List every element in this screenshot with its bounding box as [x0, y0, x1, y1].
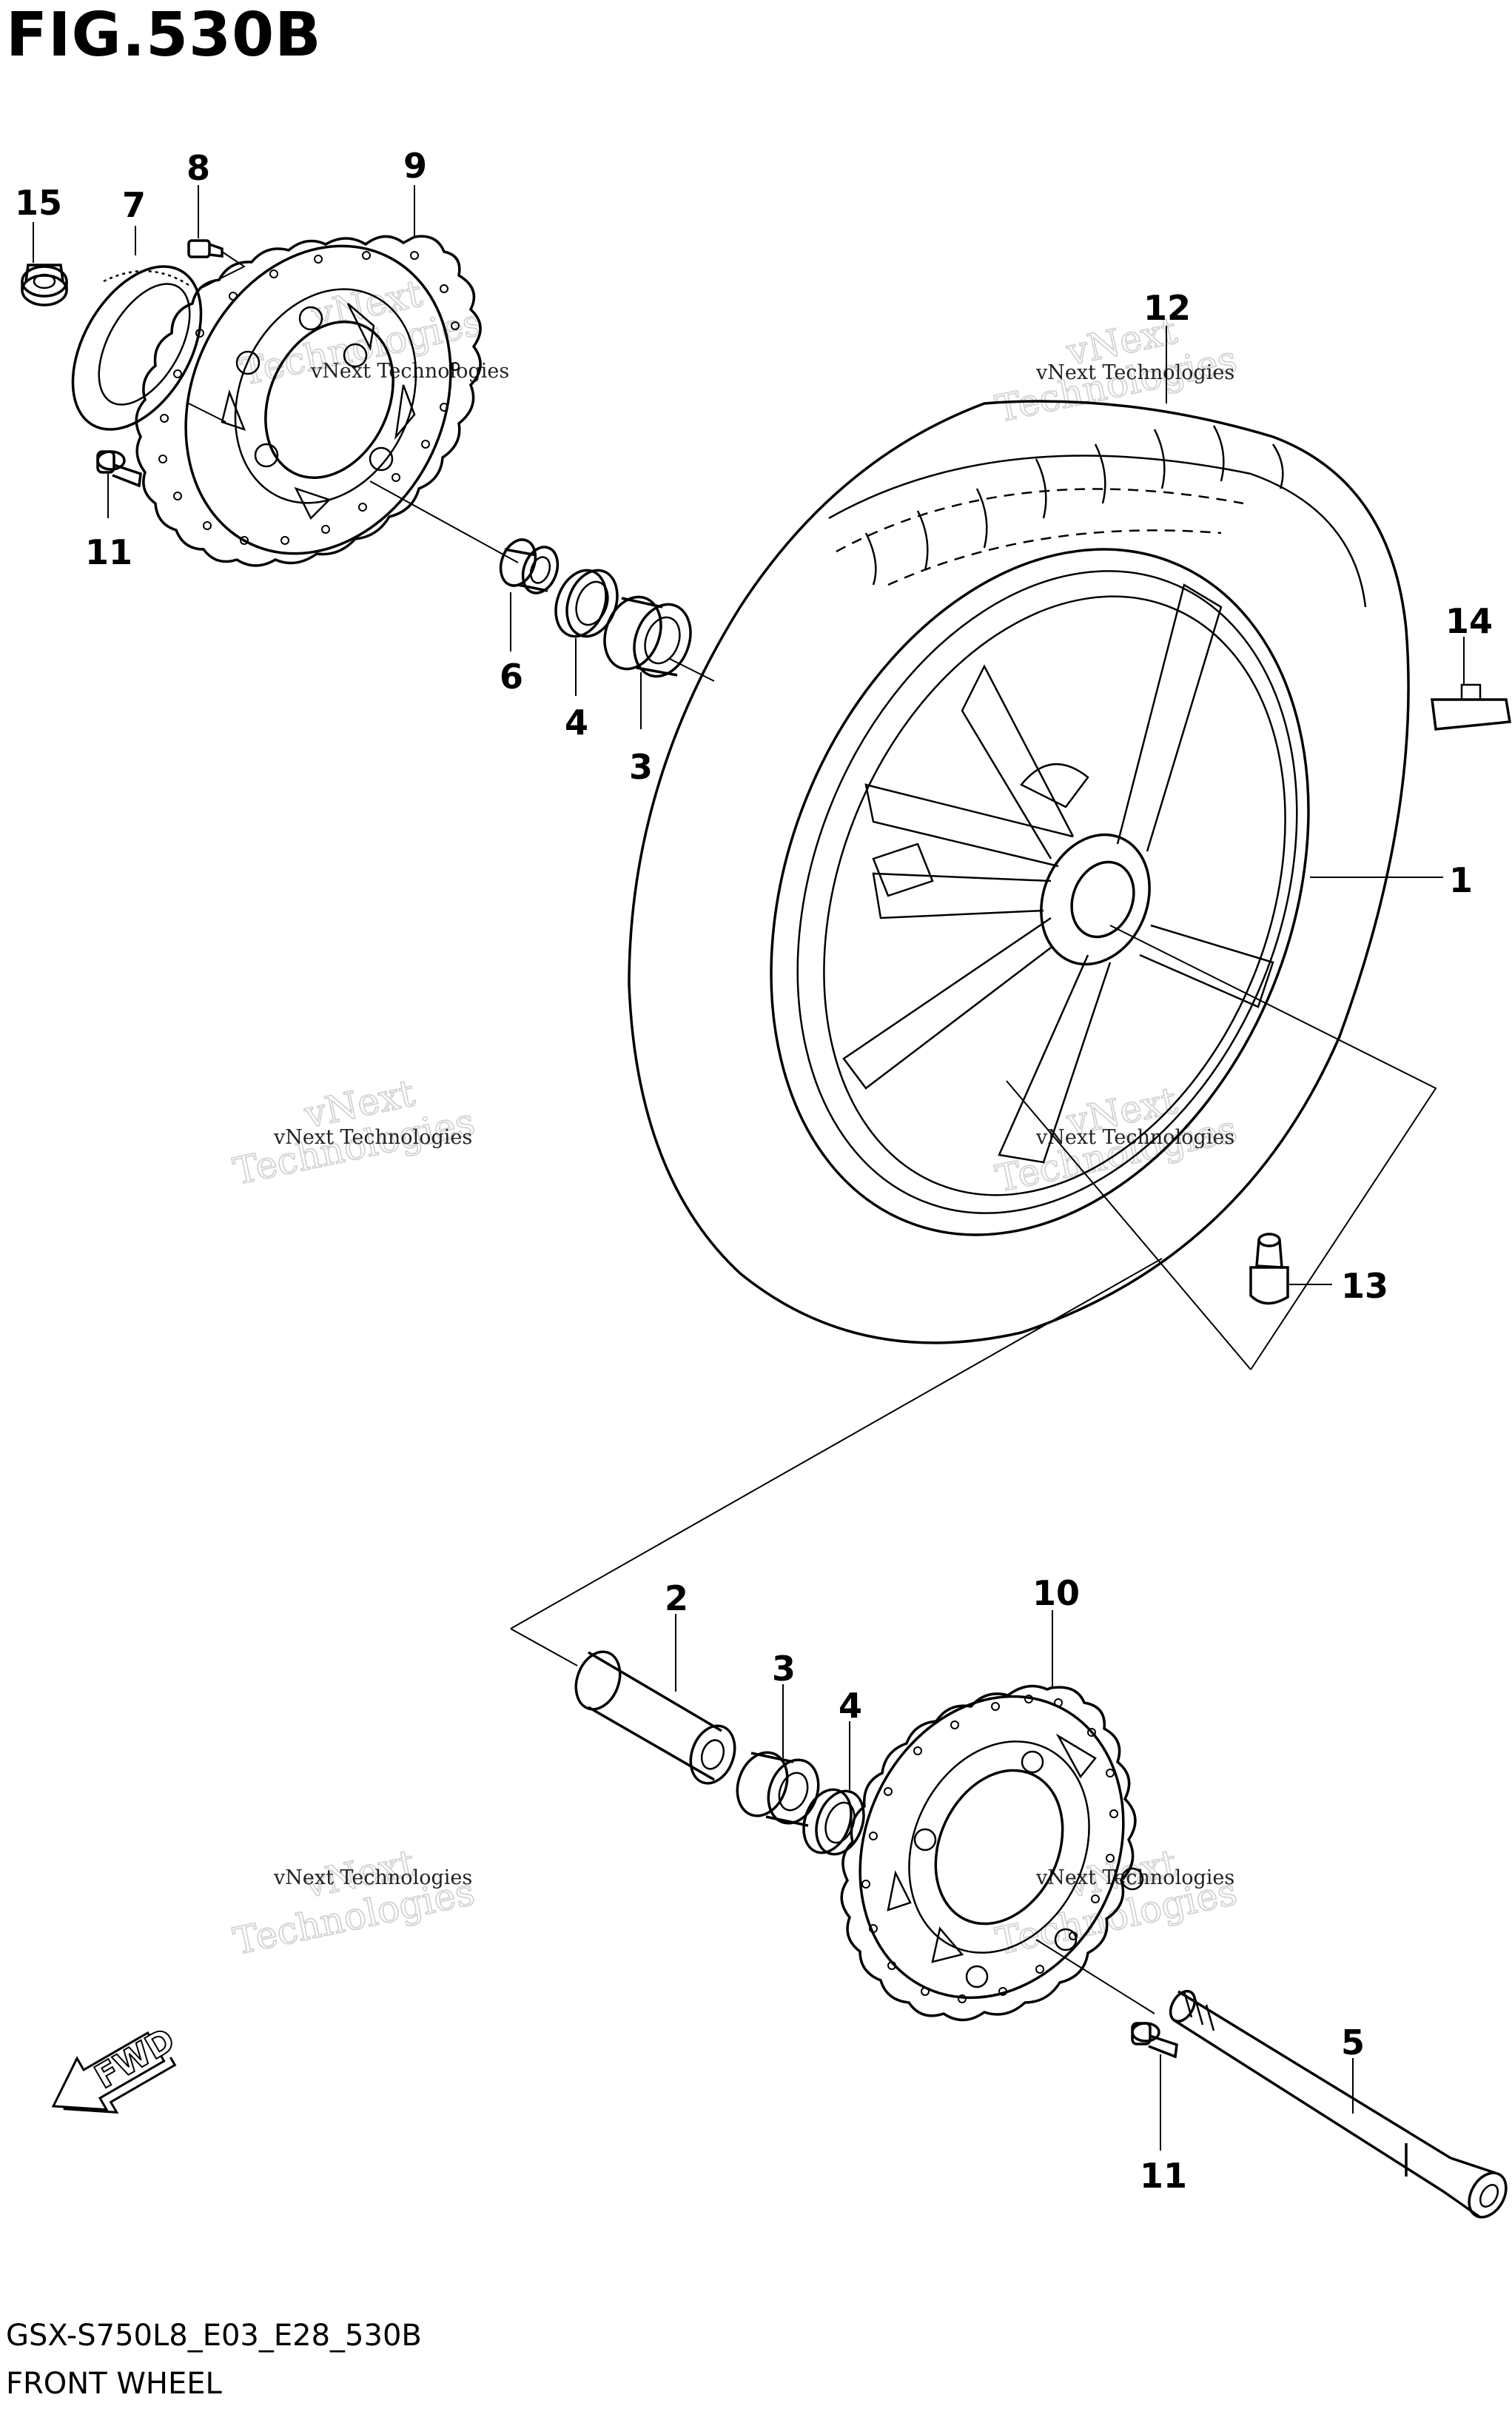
section-name-label: FRONT WHEEL [6, 2367, 222, 2401]
part-11-top-bolt [96, 450, 142, 518]
callout-9: 9 [403, 146, 427, 186]
callout-10: 10 [1032, 1573, 1080, 1613]
wheel-spokes [842, 583, 1274, 1164]
callout-7: 7 [122, 185, 146, 225]
part-13-air-valve [1249, 1233, 1332, 1305]
callout-6: 6 [500, 657, 523, 697]
part-11-bottom-bolt [1131, 2022, 1178, 2151]
model-code-label: GSX-S750L8_E03_E28_530B [6, 2319, 422, 2353]
figure-title: FIG.530B [6, 0, 322, 70]
watermark-company-line: vNext Technologies [1035, 1866, 1234, 1889]
callout-5: 5 [1341, 2023, 1365, 2063]
part-4-top-oil-seal [554, 569, 619, 696]
callout-14: 14 [1445, 601, 1493, 641]
part-14-balance-weight [1431, 637, 1512, 731]
callout-15: 15 [15, 183, 62, 223]
forward-direction-arrow-icon: FWD [51, 2020, 182, 2114]
watermark-company-line: vNext Technologies [1035, 1126, 1234, 1149]
disc-drill-holes [861, 1695, 1118, 2003]
part-5-front-axle [1169, 1989, 1508, 2219]
part-2-spacer-tube [574, 1614, 736, 1785]
part-8-screw [187, 185, 246, 289]
callout-3-top: 3 [629, 747, 653, 787]
fwd-label: FWD [89, 2021, 181, 2097]
part-6-spacer [499, 538, 560, 651]
callout-13: 13 [1341, 1266, 1388, 1306]
part-1-wheel-rim [510, 548, 1443, 1666]
callout-11-top: 11 [85, 532, 132, 572]
tread-grooves [864, 425, 1284, 586]
callout-1: 1 [1449, 860, 1473, 900]
part-15-nut [21, 222, 68, 306]
part-3-bottom-bearing [736, 1684, 820, 1827]
watermark-bottom-right: Technologies vNext [992, 1840, 1241, 1963]
disc-drill-holes [158, 251, 460, 545]
part-4-bottom-oil-seal [802, 1721, 865, 1856]
callout-3-bottom: 3 [772, 1649, 796, 1689]
part-3-top-bearing [603, 595, 715, 729]
callout-2: 2 [665, 1578, 688, 1618]
watermark-bottom-left: Technologies vNext [229, 1840, 479, 1963]
callout-4-bottom: 4 [839, 1686, 862, 1726]
callout-11-bottom: 11 [1140, 2156, 1187, 2196]
part-10-brake-disc [840, 1610, 1155, 2022]
callout-8: 8 [187, 148, 210, 188]
part-9-brake-disc [135, 185, 519, 567]
watermark-company-line: vNext Technologies [273, 1126, 472, 1149]
part-7-sensor-ring [71, 226, 226, 431]
watermark-company-line: vNext Technologies [273, 1866, 472, 1889]
callout-12: 12 [1143, 288, 1191, 328]
callout-4-top: 4 [565, 703, 588, 743]
part-12-tire [628, 326, 1410, 1344]
watermark-company-line: vNext Technologies [1035, 361, 1234, 384]
